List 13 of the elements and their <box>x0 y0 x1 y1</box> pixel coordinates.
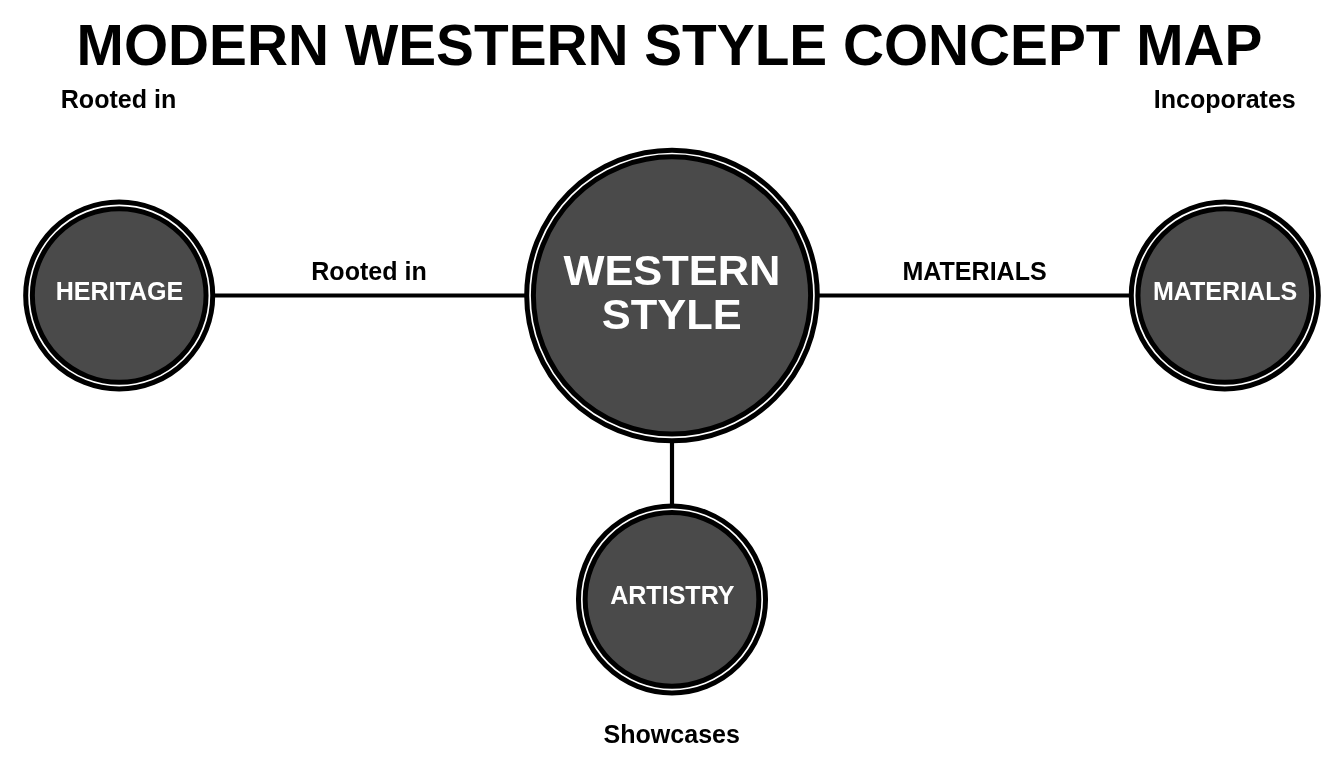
node-circle: ARTISTRY <box>575 503 769 696</box>
connector <box>213 293 527 298</box>
connector <box>817 293 1132 298</box>
node-label: Rooted in <box>60 85 177 114</box>
node-circle: HERITAGE <box>23 199 216 392</box>
diagram-title: MODERN WESTERN STYLE CONCEPT MAP <box>76 14 1263 78</box>
edge-label: MATERIALS <box>902 257 1047 286</box>
node-circle: MATERIALS <box>1128 199 1321 392</box>
node-label: Incoporates <box>1153 85 1296 114</box>
node-circle: WESTERN STYLE <box>524 147 820 444</box>
edge-label: Rooted in <box>311 257 427 286</box>
node-label: Showcases <box>603 720 740 749</box>
connector <box>669 440 675 506</box>
